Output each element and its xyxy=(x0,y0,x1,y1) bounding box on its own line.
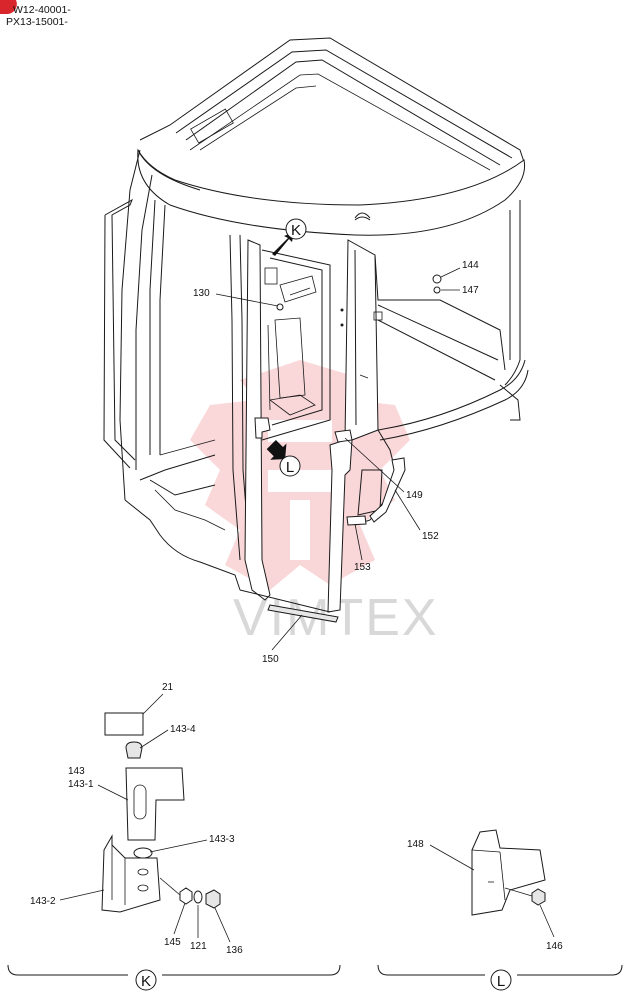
detail-l-marker xyxy=(279,455,301,477)
callout-143-2: 143-2 xyxy=(30,896,56,907)
callout-152: 152 xyxy=(422,531,439,542)
part-153-clip xyxy=(346,515,367,526)
callout-146: 146 xyxy=(546,941,563,952)
detail-l-view: 148 146 L xyxy=(377,829,623,991)
part-143-3-clip-icon xyxy=(133,847,153,859)
callout-21: 21 xyxy=(162,682,174,693)
callout-136: 136 xyxy=(226,945,243,956)
detail-l-arrow-icon xyxy=(266,439,287,460)
part-147-washer-icon xyxy=(433,286,441,294)
part-21-label xyxy=(104,712,144,736)
serial-number-2: PX13-15001- xyxy=(6,16,68,28)
callout-143-3: 143-3 xyxy=(209,834,235,845)
part-146-bolt-icon xyxy=(531,888,546,906)
detail-l-title-marker xyxy=(490,969,512,991)
cab-frame xyxy=(103,37,529,613)
callout-121: 121 xyxy=(190,941,207,952)
detail-k-marker xyxy=(285,218,307,240)
serial-number-1: W12-40001- xyxy=(13,4,71,16)
part-144-bolt-icon xyxy=(432,274,442,284)
leader-130 xyxy=(215,293,279,307)
detail-k-view: 21 143-4 143 143-1 143-3 143-2 145 121 1… xyxy=(7,682,341,991)
leader-144 xyxy=(440,267,461,278)
callout-143: 143 xyxy=(68,766,85,777)
detail-l-marker-label: L xyxy=(286,459,294,476)
part-121-washer-icon xyxy=(193,890,203,904)
callout-130: 130 xyxy=(193,288,210,299)
part-149-clip xyxy=(334,429,353,443)
leader-149 xyxy=(344,437,405,493)
detail-l-title: L xyxy=(497,973,505,990)
callout-143-1: 143-1 xyxy=(68,779,94,790)
part-136-bolt-icon xyxy=(205,889,221,909)
callout-147: 147 xyxy=(462,285,479,296)
detail-k-title: K xyxy=(141,973,151,990)
part-143-4-cap-icon xyxy=(125,741,143,759)
detail-k-title-marker xyxy=(135,969,157,991)
callout-144: 144 xyxy=(462,260,479,271)
detail-k-arrow-icon xyxy=(272,232,294,256)
part-143-2-plate xyxy=(101,834,161,913)
part-143-1-bracket xyxy=(125,767,185,841)
detail-k-marker-label: K xyxy=(291,222,301,239)
part-130-latch xyxy=(254,417,271,439)
part-130-pin-icon xyxy=(276,303,284,311)
leader-150 xyxy=(271,614,303,651)
leader-152 xyxy=(394,489,421,531)
corner-badge-icon xyxy=(0,0,17,15)
callout-145: 145 xyxy=(164,937,181,948)
callout-143-4: 143-4 xyxy=(170,724,196,735)
part-145-nut-icon xyxy=(179,887,193,905)
callout-150: 150 xyxy=(262,654,279,665)
part-152-trim xyxy=(369,457,406,523)
callout-149: 149 xyxy=(406,490,423,501)
leader-153 xyxy=(354,523,363,561)
callout-153: 153 xyxy=(354,562,371,573)
callout-148: 148 xyxy=(407,839,424,850)
part-150-strip xyxy=(267,604,339,623)
